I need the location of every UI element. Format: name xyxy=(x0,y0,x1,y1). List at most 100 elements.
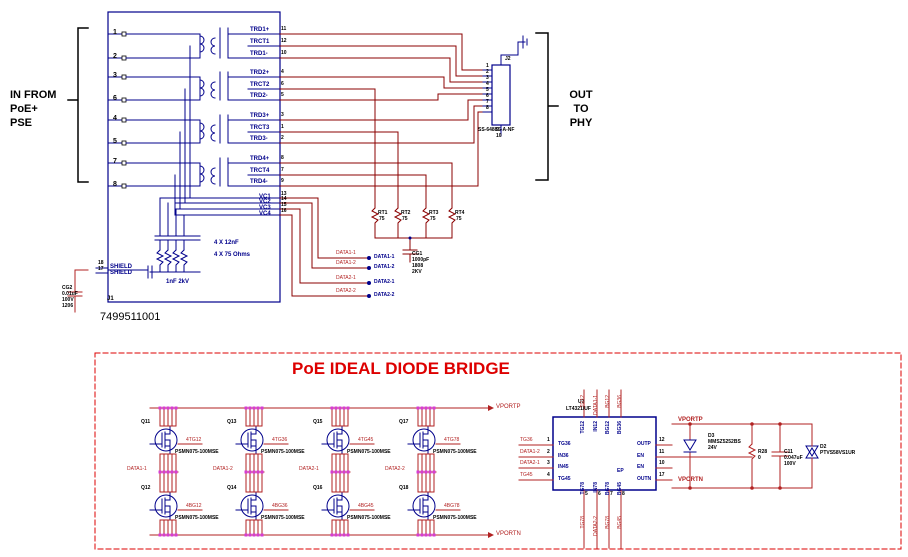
u3-bottom-pin: 5 xyxy=(585,491,588,497)
mosfet-ref: Q16 xyxy=(313,485,323,491)
trd-label: TRCT2 xyxy=(250,82,270,88)
u3-bottom-net: TG78 xyxy=(580,516,586,529)
trd-pin: 6 xyxy=(281,81,284,87)
trd-label: TRD1+ xyxy=(250,27,270,33)
mosfet-part: PSMN075-100MSE xyxy=(347,515,391,521)
data-net-left: DATA2-1 xyxy=(336,275,356,281)
shield-label-2: SHIELD xyxy=(110,270,133,276)
u3-left-net: DATA2-1 xyxy=(520,460,540,466)
u3-left-inner: IN36 xyxy=(558,453,569,459)
u3-top-inner: IN12 xyxy=(593,421,599,432)
mosfet-part: PSMN075-100MSE xyxy=(261,515,305,521)
trd-label: TRD3+ xyxy=(250,113,270,119)
j2-pin: 7 xyxy=(486,99,489,105)
bridge-title: PoE IDEAL DIODE BRIDGE xyxy=(292,359,510,378)
j2-pin: 2 xyxy=(486,69,489,75)
u3-bottom-inner: IN78 xyxy=(593,482,599,493)
j2-pin: 1 xyxy=(486,63,489,69)
resistor-ref: RT3 xyxy=(429,210,439,216)
mosfet-part: PSMN075-100MSE xyxy=(347,449,391,455)
shield-pin-18: 18 xyxy=(98,260,104,266)
trd-pin: 12 xyxy=(281,38,287,44)
in-from-label: IN FROM PoE+ PSE xyxy=(10,89,57,129)
data-net-left: DATA1-1 xyxy=(336,250,356,256)
resistor-ref: RT4 xyxy=(455,210,465,216)
pin-8: 8 xyxy=(113,181,117,188)
j1-ref: J1 xyxy=(107,296,114,302)
u3-top-net: TG12 xyxy=(580,395,586,408)
u3-right-pin: 12 xyxy=(659,437,665,443)
resistor-ref: RT1 xyxy=(378,210,388,216)
u3-body xyxy=(552,416,657,491)
cg1-label: CG1 1000pF 1808 2KV xyxy=(412,251,430,275)
vc-pin: 16 xyxy=(281,208,287,214)
vc-label: VC4 xyxy=(259,211,271,217)
u3-top-net: BG36 xyxy=(617,395,623,408)
u3-top-inner: TG12 xyxy=(580,421,586,434)
j2-gnd-pin: 10 xyxy=(496,133,502,139)
u3-bottom-pin: 8 xyxy=(622,491,625,497)
u3-right-inner: OUTP xyxy=(637,441,651,447)
u3-top-net: BG12 xyxy=(605,395,611,408)
u3-right-pin: 17 xyxy=(659,472,665,478)
u3-right-pin: 11 xyxy=(659,449,665,455)
trd-pin: 2 xyxy=(281,135,284,141)
vc-pin: 14 xyxy=(281,196,287,202)
vc-pin: 13 xyxy=(281,191,287,197)
u3-left-pin: 3 xyxy=(547,460,550,466)
pin-6: 6 xyxy=(113,95,117,102)
j2-ref: J2 xyxy=(505,56,511,62)
out-bracket xyxy=(535,32,559,181)
j2-gnd-pin: 9 xyxy=(496,127,499,133)
mosfet-gate-net: 4TG45 xyxy=(358,437,374,443)
u3-bottom-inner: BG45 xyxy=(617,482,623,496)
u3-left-pin: 4 xyxy=(547,472,550,478)
trd-label: TRCT3 xyxy=(250,125,270,131)
u3-left-net: DATA1-2 xyxy=(520,449,540,455)
mosfet-gate-net: 4TG78 xyxy=(444,437,460,443)
u3-right-inner: EN xyxy=(637,453,644,459)
u3-left-net: TG45 xyxy=(520,472,533,478)
trd-pin: 5 xyxy=(281,92,284,98)
pin-7: 7 xyxy=(113,158,117,165)
u3-left-pin: 2 xyxy=(547,449,550,455)
cap-1nf: 1nF 2kV xyxy=(166,279,190,285)
vc-label: VC1 xyxy=(259,194,271,200)
mosfet-gate-net: 4TG36 xyxy=(272,437,288,443)
in-bracket xyxy=(67,27,89,183)
u3-right-inner: OUTN xyxy=(637,476,652,482)
bridge-frame xyxy=(94,352,902,550)
pin-5: 5 xyxy=(113,138,117,145)
trd-pin: 3 xyxy=(281,112,284,118)
j2-pin: 4 xyxy=(486,81,489,87)
trd-label: TRD2+ xyxy=(250,70,270,76)
j2-pin: 6 xyxy=(486,93,489,99)
data-net-left: DATA1-2 xyxy=(336,260,356,266)
mosfet-ref: Q12 xyxy=(141,485,151,491)
mosfet-part: PSMN075-100MSE xyxy=(175,449,219,455)
trd-pin: 7 xyxy=(281,167,284,173)
trd-pin: 4 xyxy=(281,69,284,75)
vc-label: VC3 xyxy=(259,205,271,211)
j2-pin: 5 xyxy=(486,87,489,93)
mosfet-gate-net: 4BG45 xyxy=(358,503,374,509)
pin-1: 1 xyxy=(113,29,117,36)
mosfet-gate-net: 4BG78 xyxy=(444,503,460,509)
j2-pin: 8 xyxy=(486,105,489,111)
u3-bottom-pin: 6 xyxy=(598,491,601,497)
trd-label: TRD4+ xyxy=(250,156,270,162)
u3-left-inner: TG36 xyxy=(558,441,571,447)
data-net-right: DATA2-1 xyxy=(374,279,395,285)
j2-body xyxy=(491,64,511,126)
trd-label: TRCT1 xyxy=(250,39,270,45)
mosfet-ref: Q14 xyxy=(227,485,237,491)
j2-pin: 3 xyxy=(486,75,489,81)
resistor-value: 75 xyxy=(456,216,462,222)
shield-label-1: SHIELD xyxy=(110,264,133,270)
pin-3: 3 xyxy=(113,72,117,79)
out-vportp-label: VPORTP xyxy=(678,417,703,423)
mosfet-ref: Q18 xyxy=(399,485,409,491)
j1-body xyxy=(107,11,281,303)
